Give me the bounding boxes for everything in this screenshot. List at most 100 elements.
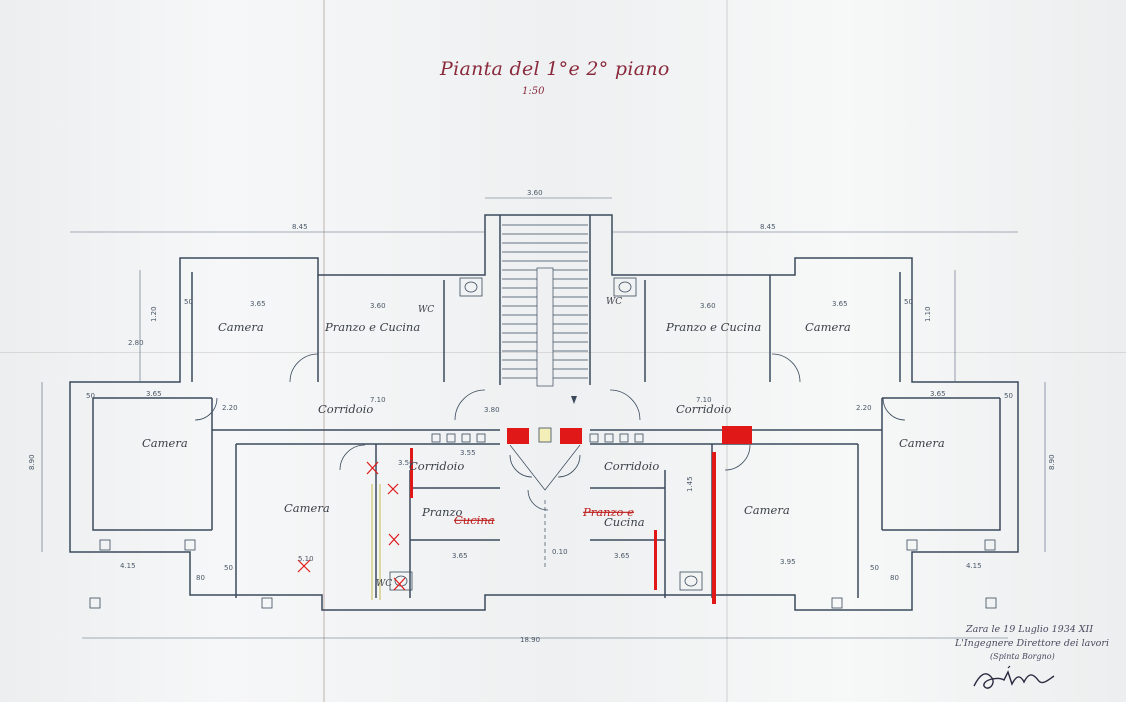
red-modifications (410, 426, 752, 604)
dim-camera-tl: 3.65 (250, 300, 266, 308)
dim-wall-50: 50 (870, 564, 879, 572)
dim-wall-50: 50 (904, 298, 913, 306)
dim-wall-50: 50 (1004, 392, 1013, 400)
dim-corr-low: 3.55 (460, 449, 476, 457)
dimension-labels: 3.60 18.90 8.45 8.45 8.90 8.90 3.65 3.60… (28, 189, 1056, 644)
door-swing (194, 397, 218, 421)
dim-wall-50: 50 (86, 392, 95, 400)
wall-corridor-ends (211, 398, 883, 530)
red-partition (654, 530, 657, 590)
label-pranzo-top-left: Pranzo e Cucina (324, 320, 420, 334)
label-pranzo-top-right: Pranzo e Cucina (665, 320, 761, 334)
door-swing (771, 353, 801, 383)
dim-pranzo-low-r: 3.65 (614, 552, 630, 560)
dim-pranzo-tr: 3.60 (700, 302, 716, 310)
wc-fixture (684, 575, 698, 587)
wc-fixture (613, 277, 637, 297)
wc-fixture (679, 571, 703, 591)
dim-hall-r: 2.20 (856, 404, 872, 412)
dim-corr-gap: 1.45 (686, 476, 694, 492)
paper-fold-right (726, 0, 728, 702)
red-pillar (722, 426, 752, 444)
dim-total-width: 18.90 (520, 636, 540, 644)
label-camera-low-right: Camera (744, 503, 790, 517)
wall-camera-right (882, 397, 1001, 531)
wc-fixture (464, 281, 478, 293)
red-pillar (507, 428, 529, 444)
label-corridoio-upper-left: Corridoio (318, 402, 373, 416)
door-swing (289, 353, 319, 383)
dim-bay-tr: 1.10 (924, 306, 932, 322)
wall-lower-rooms (235, 444, 859, 598)
door-swing (527, 489, 549, 511)
wall-pranzo-lower (410, 487, 665, 541)
dim-wall-80: 80 (196, 574, 205, 582)
label-wc-top-left: WC (418, 305, 434, 315)
dim-right-span: 8.45 (760, 223, 776, 231)
dim-stair-landing: 3.80 (484, 406, 500, 414)
label-corridoio-lower-left: Corridoio (409, 459, 464, 473)
plan-scale: 1:50 (522, 86, 545, 97)
signature-line-name: (Spinta Borgno) (990, 652, 1055, 661)
dim-line-wings (139, 270, 956, 382)
plan-title: Pianta del 1°e 2° piano (440, 58, 670, 80)
room-labels: Camera Pranzo e Cucina WC WC Pranzo e Cu… (142, 297, 945, 589)
dim-depth-left: 8.90 (28, 454, 36, 470)
wall-camera-left (92, 397, 212, 531)
dim-side-left: 3.65 (146, 390, 162, 398)
dim-corr-low-alt: 3.50 (398, 459, 414, 467)
dim-camera-low-r: 3.95 (780, 558, 796, 566)
dim-corr-left: 7.10 (370, 396, 386, 404)
stair-core (536, 267, 554, 387)
label-wc-low-left: WC (376, 579, 392, 589)
wall-top-right (644, 272, 901, 382)
dimension-lines (41, 197, 1046, 639)
dim-camera-tr: 3.65 (832, 300, 848, 308)
dim-pranzo-tl: 3.60 (370, 302, 386, 310)
wall-stairwell (499, 215, 591, 385)
handwritten-signature (973, 665, 1055, 689)
paper-fold-horizontal (0, 352, 1126, 353)
stair-treads (502, 224, 588, 379)
door-swing (339, 444, 366, 471)
dim-hall-l: 2.20 (222, 404, 238, 412)
label-cucina-low-right: Cucina (604, 515, 645, 529)
wc-fixture (389, 571, 413, 591)
red-pillar (560, 428, 582, 444)
label-pranzo-struck: Pranzo e (582, 505, 634, 519)
door-swing (509, 454, 533, 478)
dim-wall-50: 50 (184, 298, 193, 306)
door-swings (194, 353, 906, 511)
label-cucina-struck: Cucina (454, 513, 495, 527)
label-pranzo-low-left: Pranzo (421, 505, 463, 519)
dim-side-right: 3.65 (930, 390, 946, 398)
dim-wall-80: 80 (890, 574, 899, 582)
label-camera-low-left: Camera (284, 501, 330, 515)
door-swing (557, 454, 581, 478)
red-crosses (297, 461, 406, 591)
signature-line-date: Zara le 19 Luglio 1934 XII (966, 624, 1094, 635)
dim-pranzo-low-l: 3.65 (452, 552, 468, 560)
yellow-marker (538, 427, 552, 443)
label-camera-top-left: Camera (218, 320, 264, 334)
wc-fixture (459, 277, 483, 297)
label-wc-top-right: WC (606, 297, 622, 307)
dim-front-left: 4.15 (120, 562, 136, 570)
dim-left-span: 8.45 (292, 223, 308, 231)
arrow-icon (571, 396, 577, 404)
stairs (502, 224, 588, 570)
dim-mid: 0.10 (552, 548, 568, 556)
dim-wall-50: 50 (224, 564, 233, 572)
dim-wing-tl: 2.80 (128, 339, 144, 347)
label-camera-top-right: Camera (805, 320, 851, 334)
signature-line-role: L'Ingegnere Direttore dei lavori (955, 638, 1109, 649)
door-swing (882, 397, 906, 421)
door-swing (609, 389, 641, 421)
label-corridoio-upper-right: Corridoio (676, 402, 731, 416)
dim-bay-tl: 1.20 (150, 306, 158, 322)
label-corridoio-lower-right: Corridoio (604, 459, 659, 473)
label-camera-mid-left: Camera (142, 436, 188, 450)
dim-corr-right: 7.10 (696, 396, 712, 404)
dim-front-right: 4.15 (966, 562, 982, 570)
